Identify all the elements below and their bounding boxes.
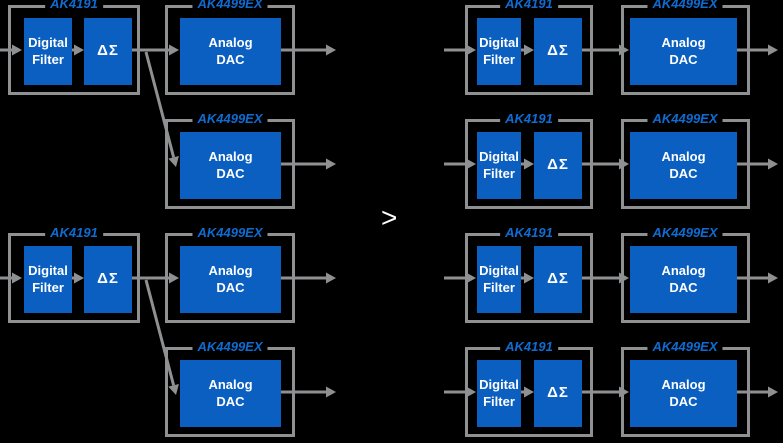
- delta-sigma-block: ΔΣ: [534, 18, 582, 85]
- transition-chevron-icon: >: [381, 202, 398, 233]
- chip-part-label: AK4191: [500, 225, 558, 241]
- chip-part-label: AK4499EX: [192, 0, 268, 12]
- delta-sigma-block: ΔΣ: [84, 18, 132, 85]
- delta-sigma-block: ΔΣ: [534, 246, 582, 313]
- digital-filter-block: Digital Filter: [477, 360, 521, 427]
- delta-sigma-block: ΔΣ: [534, 132, 582, 199]
- analog-dac-block: Analog DAC: [630, 18, 737, 85]
- chip-part-label: AK4191: [500, 339, 558, 355]
- analog-dac-block: Analog DAC: [180, 360, 281, 427]
- digital-filter-block: Digital Filter: [477, 132, 521, 199]
- digital-filter-block: Digital Filter: [24, 18, 72, 85]
- chip-part-label: AK4191: [45, 225, 103, 241]
- chip-part-label: AK4499EX: [647, 225, 723, 241]
- analog-dac-block: Analog DAC: [180, 246, 281, 313]
- analog-dac-block: Analog DAC: [630, 246, 737, 313]
- analog-dac-block: Analog DAC: [630, 360, 737, 427]
- chip-part-label: AK4499EX: [192, 111, 268, 127]
- chip-part-label: AK4499EX: [192, 225, 268, 241]
- chip-part-label: AK4499EX: [647, 0, 723, 12]
- chip-part-label: AK4191: [45, 0, 103, 12]
- delta-sigma-block: ΔΣ: [84, 246, 132, 313]
- digital-filter-block: Digital Filter: [477, 18, 521, 85]
- analog-dac-block: Analog DAC: [180, 132, 281, 199]
- digital-filter-block: Digital Filter: [24, 246, 72, 313]
- chip-part-label: AK4499EX: [647, 339, 723, 355]
- analog-dac-block: Analog DAC: [180, 18, 281, 85]
- delta-sigma-block: ΔΣ: [534, 360, 582, 427]
- chip-part-label: AK4499EX: [192, 339, 268, 355]
- chip-part-label: AK4191: [500, 111, 558, 127]
- chip-part-label: AK4191: [500, 0, 558, 12]
- digital-filter-block: Digital Filter: [477, 246, 521, 313]
- analog-dac-block: Analog DAC: [630, 132, 737, 199]
- chip-part-label: AK4499EX: [647, 111, 723, 127]
